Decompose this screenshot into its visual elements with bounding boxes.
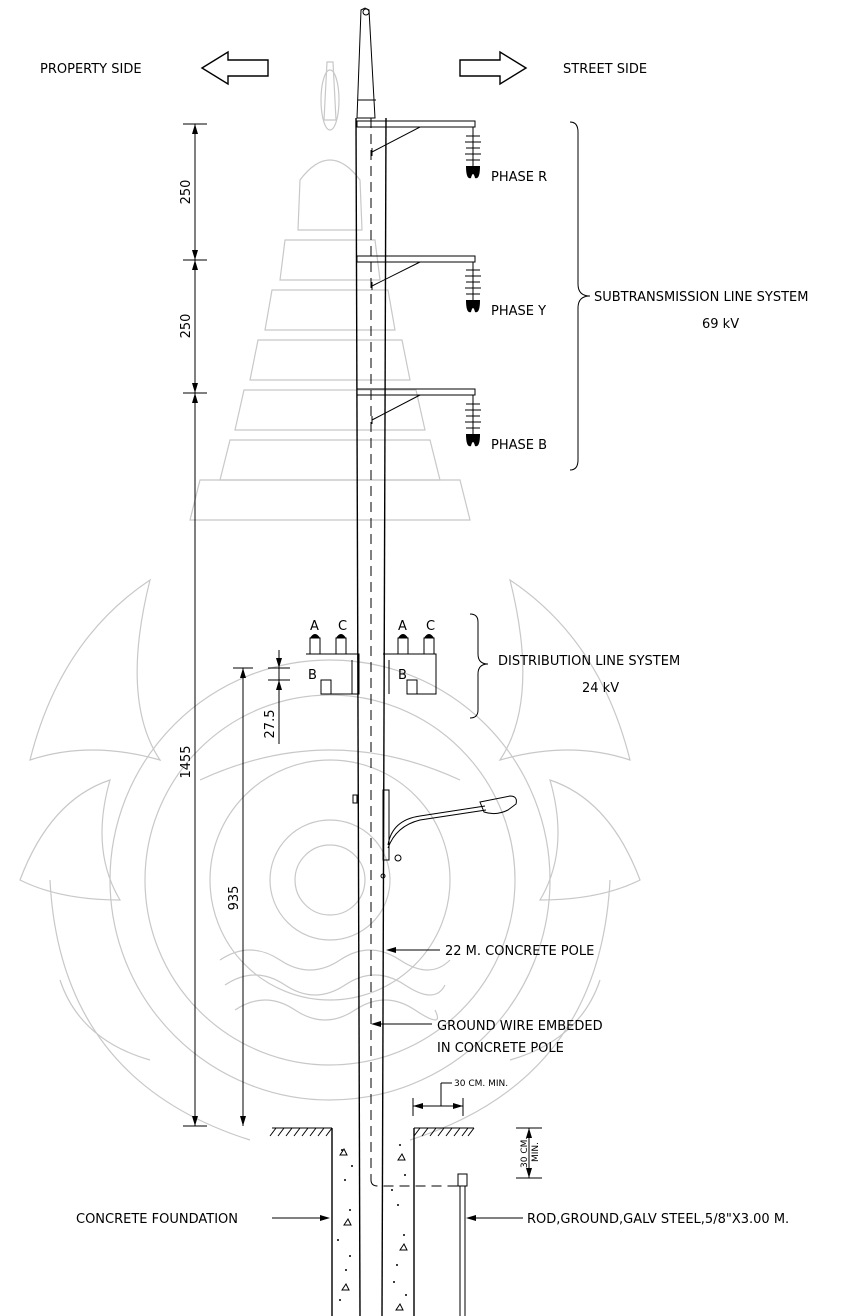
dim-250-mid: 250 <box>179 314 194 339</box>
dim-1455: 1455 <box>179 745 194 778</box>
street-light-icon <box>352 789 517 879</box>
foundation-label: CONCRETE FOUNDATION <box>76 1212 238 1227</box>
foundation-leader <box>272 1215 330 1221</box>
property-side-label: PROPERTY SIDE <box>40 62 142 77</box>
phase-c-right-label: C <box>426 619 435 634</box>
phase-b-left-label: B <box>308 668 317 683</box>
phase-a-right-label: A <box>398 619 407 634</box>
subtransmission-kv-label: 69 kV <box>702 317 739 332</box>
dim-935: 935 <box>227 886 242 911</box>
street-side-arrow-icon <box>459 50 528 86</box>
depth-label: 30 CM. <box>520 1137 530 1168</box>
insulator-phase-r-icon <box>465 127 481 179</box>
phase-c-left-label: C <box>338 619 347 634</box>
insulator-phase-y-icon <box>465 262 481 313</box>
distribution-label: DISTRIBUTION LINE SYSTEM <box>498 654 680 669</box>
crossarm-phase-r <box>356 120 476 156</box>
dimension-lines <box>183 123 290 1127</box>
phase-r-label: PHASE R <box>491 170 547 185</box>
phase-b-right-label: B <box>398 668 407 683</box>
ground-wire-label-2: IN CONCRETE POLE <box>437 1041 564 1056</box>
pole-leader <box>386 947 440 953</box>
ground-rod-label: ROD,GROUND,GALV STEEL,5/8"X3.00 M. <box>527 1212 789 1227</box>
ground-surface <box>269 1127 475 1137</box>
property-side-arrow-icon <box>200 50 269 86</box>
phase-b-label: PHASE B <box>491 438 547 453</box>
clearance-dimension <box>412 1082 464 1116</box>
phase-y-label: PHASE Y <box>491 304 546 319</box>
crossarm-phase-b <box>356 388 476 424</box>
dim-27-5: 27.5 <box>263 710 278 739</box>
concrete-pole <box>355 7 462 1316</box>
clearance-label: 30 CM. MIN. <box>454 1079 508 1089</box>
distribution-kv-label: 24 kV <box>582 681 619 696</box>
distribution-crossarm-left <box>306 634 360 695</box>
subtransmission-brace <box>569 121 591 471</box>
ground-rod <box>457 1173 468 1316</box>
ground-wire-label-1: GROUND WIRE EMBEDED <box>437 1019 603 1034</box>
concrete-foundation <box>331 1128 415 1316</box>
distribution-brace <box>469 613 489 719</box>
watermark-emblem <box>19 61 641 1141</box>
subtransmission-label: SUBTRANSMISSION LINE SYSTEM <box>594 290 808 305</box>
distribution-crossarm-right <box>383 634 437 695</box>
depth-min-label: MIN. <box>531 1142 541 1162</box>
pole-label: 22 M. CONCRETE POLE <box>445 944 594 959</box>
crossarm-phase-y <box>356 255 476 290</box>
insulator-phase-b-icon <box>465 395 481 447</box>
dim-250-top: 250 <box>179 180 194 205</box>
ground-wire-leader <box>371 1021 432 1027</box>
ground-rod-leader <box>466 1215 523 1221</box>
depth-dimension <box>516 1127 542 1179</box>
phase-a-left-label: A <box>310 619 319 634</box>
street-side-label: STREET SIDE <box>563 62 647 77</box>
